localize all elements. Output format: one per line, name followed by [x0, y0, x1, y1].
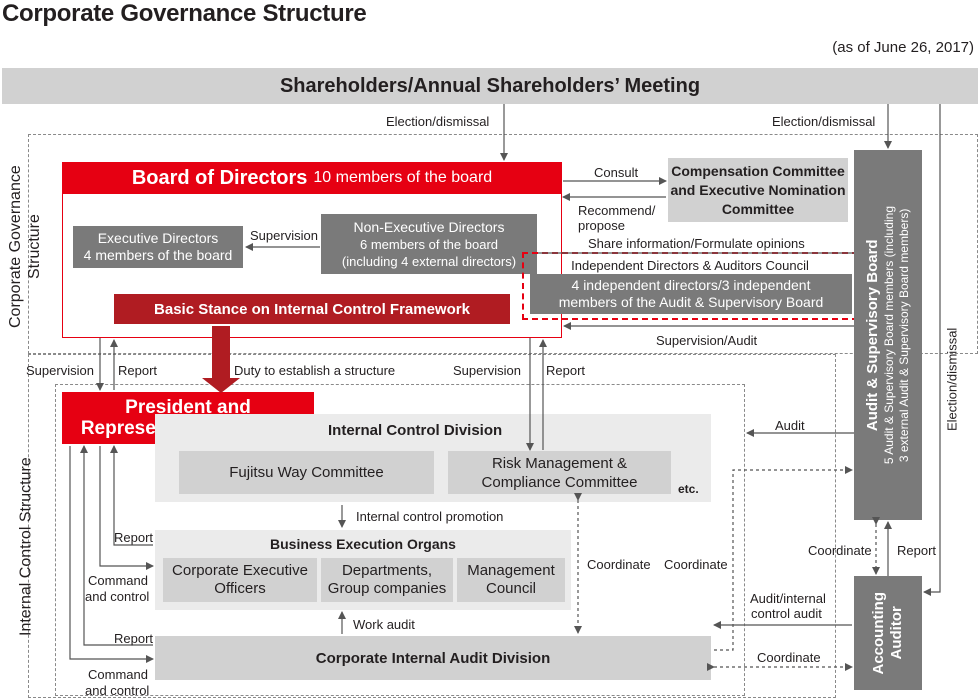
non-executive-directors-box: Non-Executive Directors 6 members of the…	[321, 214, 537, 274]
label-report-left: Report	[118, 363, 158, 378]
accounting-auditor-line2: Auditor	[888, 606, 905, 660]
label-election-vertical: Election/dismissal	[944, 327, 960, 431]
non-executive-directors-title: Non-Executive Directors	[353, 218, 505, 235]
independent-council-box: 4 independent directors/3 independent me…	[530, 274, 852, 314]
label-recommend-1: Recommend/	[578, 203, 656, 218]
non-executive-directors-note: (including 4 external directors)	[341, 253, 517, 269]
risk-management-line2: Compliance Committee	[481, 473, 638, 491]
label-coordinate-2: Coordinate	[664, 557, 728, 572]
label-audit-internal-1: Audit/internal	[750, 591, 826, 606]
governance-structure-label: Corporate Governance Structure	[7, 165, 43, 329]
president-line1: President and	[125, 397, 251, 418]
label-command-ciad-1: Command	[88, 667, 148, 682]
corporate-internal-audit-division-box: Corporate Internal Audit Division	[155, 636, 711, 680]
independent-council-line1: 4 independent directors/3 independent	[571, 277, 811, 293]
label-supervision-mid: Supervision	[453, 363, 521, 378]
compensation-committee-line1: Compensation Committee	[671, 162, 845, 179]
executive-directors-box: Executive Directors 4 members of the boa…	[73, 226, 243, 268]
board-of-directors-header: Board of Directors 10 members of the boa…	[62, 162, 562, 194]
internal-control-division-title: Internal Control Division	[328, 422, 503, 439]
audit-supervisory-board-box: Audit & Supervisory Board 5 Audit & Supe…	[854, 150, 922, 520]
label-ic-promotion: Internal control promotion	[356, 509, 504, 524]
label-duty: Duty to establish a structure	[234, 363, 396, 378]
basic-stance-box: Basic Stance on Internal Control Framewo…	[114, 294, 510, 324]
label-command-ciad-2: and control	[85, 683, 150, 698]
label-coordinate-4: Coordinate	[757, 650, 821, 665]
audit-supervisory-board-text: Audit & Supervisory Board 5 Audit & Supe…	[864, 206, 912, 464]
label-report-asb: Report	[897, 543, 937, 558]
risk-management-committee-box: Risk Management & Compliance Committee	[448, 451, 671, 494]
management-council-line2: Council	[485, 580, 537, 597]
compensation-committee-line2: and Executive Nomination	[670, 181, 846, 198]
label-election-right: Election/dismissal	[772, 114, 876, 129]
label-report-beo: Report	[114, 530, 154, 545]
audit-supervisory-board-line2: 3 external Audit & Supervisory Board mem…	[897, 208, 911, 462]
management-council-line1: Management	[467, 562, 555, 579]
label-report-mid: Report	[546, 363, 586, 378]
etc-label: etc.	[678, 482, 699, 496]
label-coordinate-1: Coordinate	[587, 557, 651, 572]
label-consult: Consult	[594, 165, 639, 180]
compensation-committee-line3: Committee	[721, 200, 795, 217]
label-supervision-left: Supervision	[26, 363, 94, 378]
corporate-executive-officers-box: Corporate Executive Officers	[163, 558, 317, 602]
label-share-info: Share information/Formulate opinions	[588, 236, 805, 251]
label-election-left: Election/dismissal	[386, 114, 490, 129]
executive-directors-members: 4 members of the board	[83, 247, 233, 263]
internal-control-division-title-area	[314, 418, 514, 442]
board-members: 10 members of the board	[313, 169, 493, 186]
label-command-beo-2: and control	[85, 589, 150, 604]
fujitsu-way-committee-box: Fujitsu Way Committee	[179, 451, 434, 494]
board-title: Board of Directors	[131, 166, 308, 189]
independent-council-title: Independent Directors & Auditors Council	[571, 258, 809, 273]
label-audit-internal-2: control audit	[751, 606, 822, 621]
business-execution-organs-title: Business Execution Organs	[270, 536, 456, 552]
label-command-beo-1: Command	[88, 573, 148, 588]
label-supervision-board: Supervision	[250, 228, 318, 243]
accounting-auditor-line1: Accounting	[870, 591, 887, 675]
shareholders-meeting-box: Shareholders/Annual Shareholders’ Meetin…	[2, 68, 978, 104]
accounting-auditor-box: Accounting Auditor	[854, 576, 922, 690]
as-of-date: (as of June 26, 2017)	[832, 39, 974, 56]
page-title: Corporate Governance Structure	[2, 0, 367, 27]
label-supervision-audit: Supervision/Audit	[656, 333, 758, 348]
label-work-audit: Work audit	[353, 617, 415, 632]
accounting-auditor-text: Accounting Auditor	[870, 592, 906, 675]
departments-line1: Departments,	[341, 562, 433, 579]
audit-supervisory-board-title: Audit & Supervisory Board	[864, 239, 881, 431]
risk-management-line1: Risk Management &	[491, 454, 628, 472]
executive-directors-title: Executive Directors	[97, 230, 219, 246]
corporate-executive-officers-line2: Officers	[214, 580, 266, 597]
governance-structure-frame	[28, 134, 978, 354]
label-report-ciad: Report	[114, 631, 154, 646]
non-executive-directors-members: 6 members of the board	[359, 236, 499, 252]
management-council-box: Management Council	[457, 558, 565, 602]
label-audit: Audit	[775, 418, 805, 433]
audit-supervisory-board-line1: 5 Audit & Supervisory Board members (inc…	[882, 205, 896, 465]
departments-line2: Group companies	[327, 580, 447, 597]
independent-council-line2: members of the Audit & Supervisory Board	[558, 294, 824, 310]
compensation-committee-box: Compensation Committee and Executive Nom…	[668, 158, 848, 222]
departments-box: Departments, Group companies	[321, 558, 453, 602]
internal-control-structure-label: Internal Control Structure	[17, 457, 35, 637]
label-recommend-2: propose	[578, 218, 625, 233]
corporate-executive-officers-line1: Corporate Executive	[172, 562, 308, 579]
label-coordinate-3: Coordinate	[808, 543, 872, 558]
